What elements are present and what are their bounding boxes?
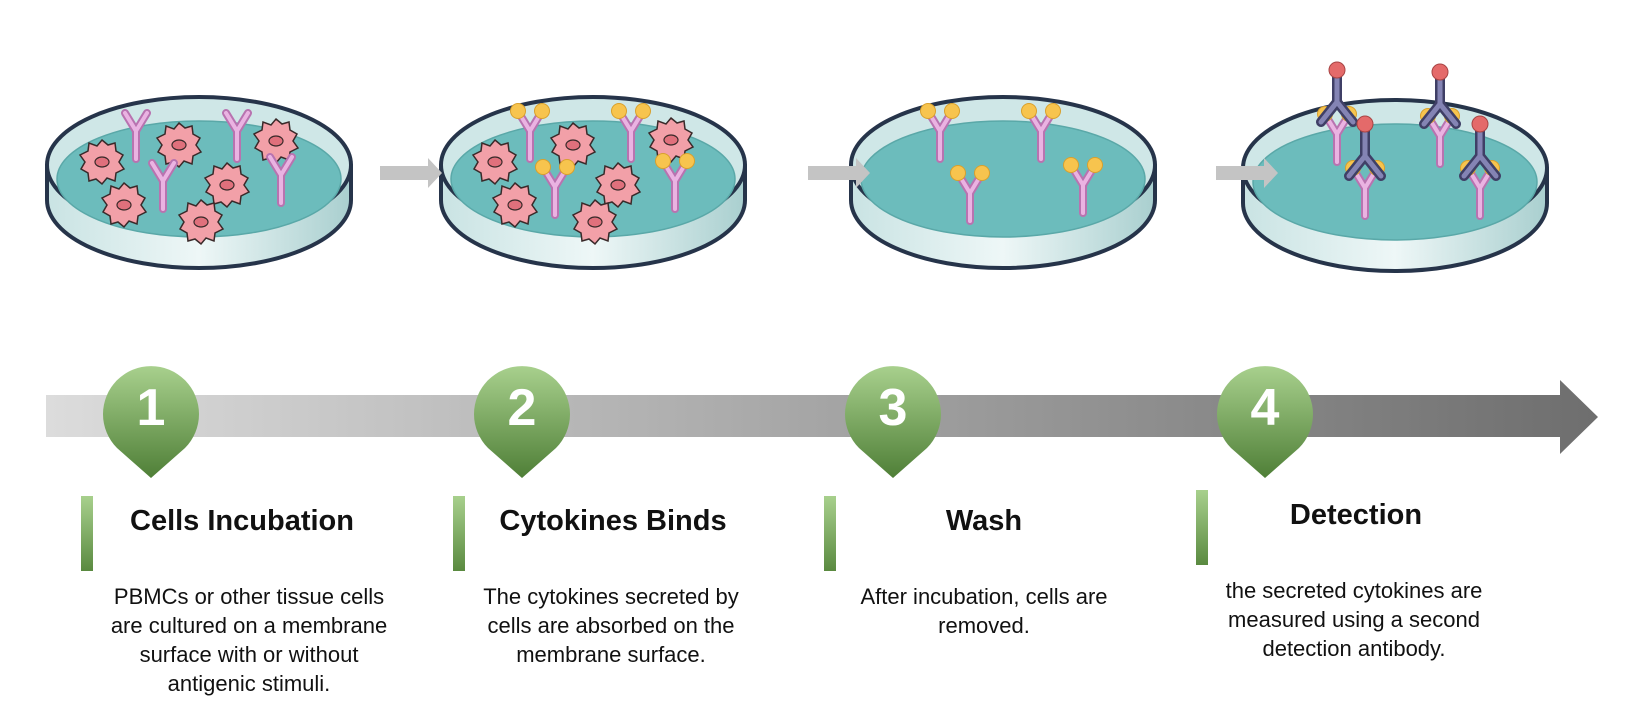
dish-2 [439, 95, 747, 270]
petri-dish-icon [1241, 98, 1549, 273]
step-accent-bar [1196, 490, 1208, 565]
timeline-arrow-icon [46, 380, 1598, 454]
step-number-4: 4 [1250, 379, 1280, 437]
step-number-1: 1 [136, 379, 166, 437]
step-title: Cytokines Binds [499, 505, 727, 537]
step-description: the secreted cytokines are measured usin… [1225, 578, 1483, 661]
step-accent-bar [81, 496, 93, 571]
step-description: After incubation, cells are removed. [860, 584, 1108, 638]
arrow-right-icon [808, 158, 870, 188]
step-arrows [380, 158, 1278, 188]
step-title: Cells Incubation [130, 505, 354, 537]
step-title: Detection [1289, 499, 1423, 531]
step-accent-bar [824, 496, 836, 571]
petri-dish-icon [849, 95, 1157, 270]
dish-4 [1241, 62, 1549, 273]
step-accent-bar [453, 496, 465, 571]
step-number-3: 3 [878, 379, 908, 437]
dish-1 [45, 95, 353, 270]
dish-illustrations [45, 0, 1549, 273]
step-description: The cytokines secreted by cells are abso… [483, 584, 739, 667]
dish-3 [849, 95, 1157, 270]
arrow-right-icon [1216, 158, 1278, 188]
step-number-2: 2 [507, 379, 537, 437]
step-title: Wash [945, 505, 1023, 537]
arrow-right-icon [380, 158, 442, 188]
step-description: PBMCs or other tissue cells are cultured… [110, 584, 388, 696]
